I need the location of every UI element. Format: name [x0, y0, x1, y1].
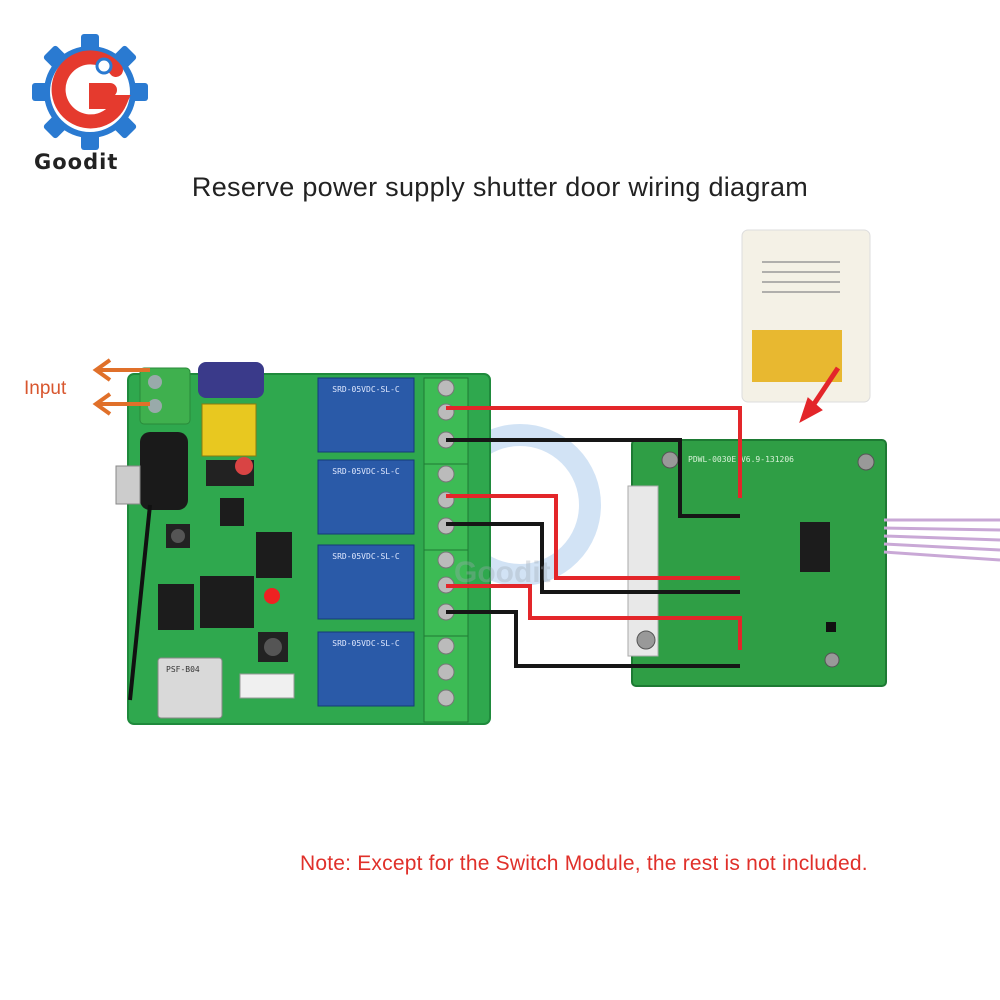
relay-3: SRD-05VDC-SL-C: [317, 544, 415, 620]
note-text: Note: Except for the Switch Module, the …: [300, 852, 868, 875]
brand-logo-text: Goodit: [34, 150, 119, 174]
black-wires: [446, 438, 740, 668]
switch-module-pcb: PSF-B04 SRD-05VDC-SL-C SRD-05VDC-SL-C SR…: [115, 362, 491, 725]
red-wires: [446, 406, 742, 650]
relay-1: SRD-05VDC-SL-C: [317, 377, 415, 453]
relay-label: SRD-05VDC-SL-C: [332, 385, 400, 394]
relay-2: SRD-05VDC-SL-C: [317, 459, 415, 535]
relay-label: SRD-05VDC-SL-C: [332, 552, 400, 561]
relay-label: SRD-05VDC-SL-C: [332, 639, 400, 648]
wifi-module-label: PSF-B04: [166, 665, 200, 674]
pointer-arrow-icon: [799, 366, 841, 424]
relay-4: SRD-05VDC-SL-C: [317, 631, 415, 707]
diagram-title: Reserve power supply shutter door wiring…: [191, 172, 809, 202]
relay-label: SRD-05VDC-SL-C: [332, 467, 400, 476]
power-supply-unit: [741, 229, 871, 403]
input-arrow-icon: [92, 358, 150, 416]
watermark-text: Goodit: [454, 556, 551, 589]
input-label: Input: [24, 378, 67, 399]
controller-board: PDWL-0030E V6.9-131206: [627, 439, 1000, 687]
